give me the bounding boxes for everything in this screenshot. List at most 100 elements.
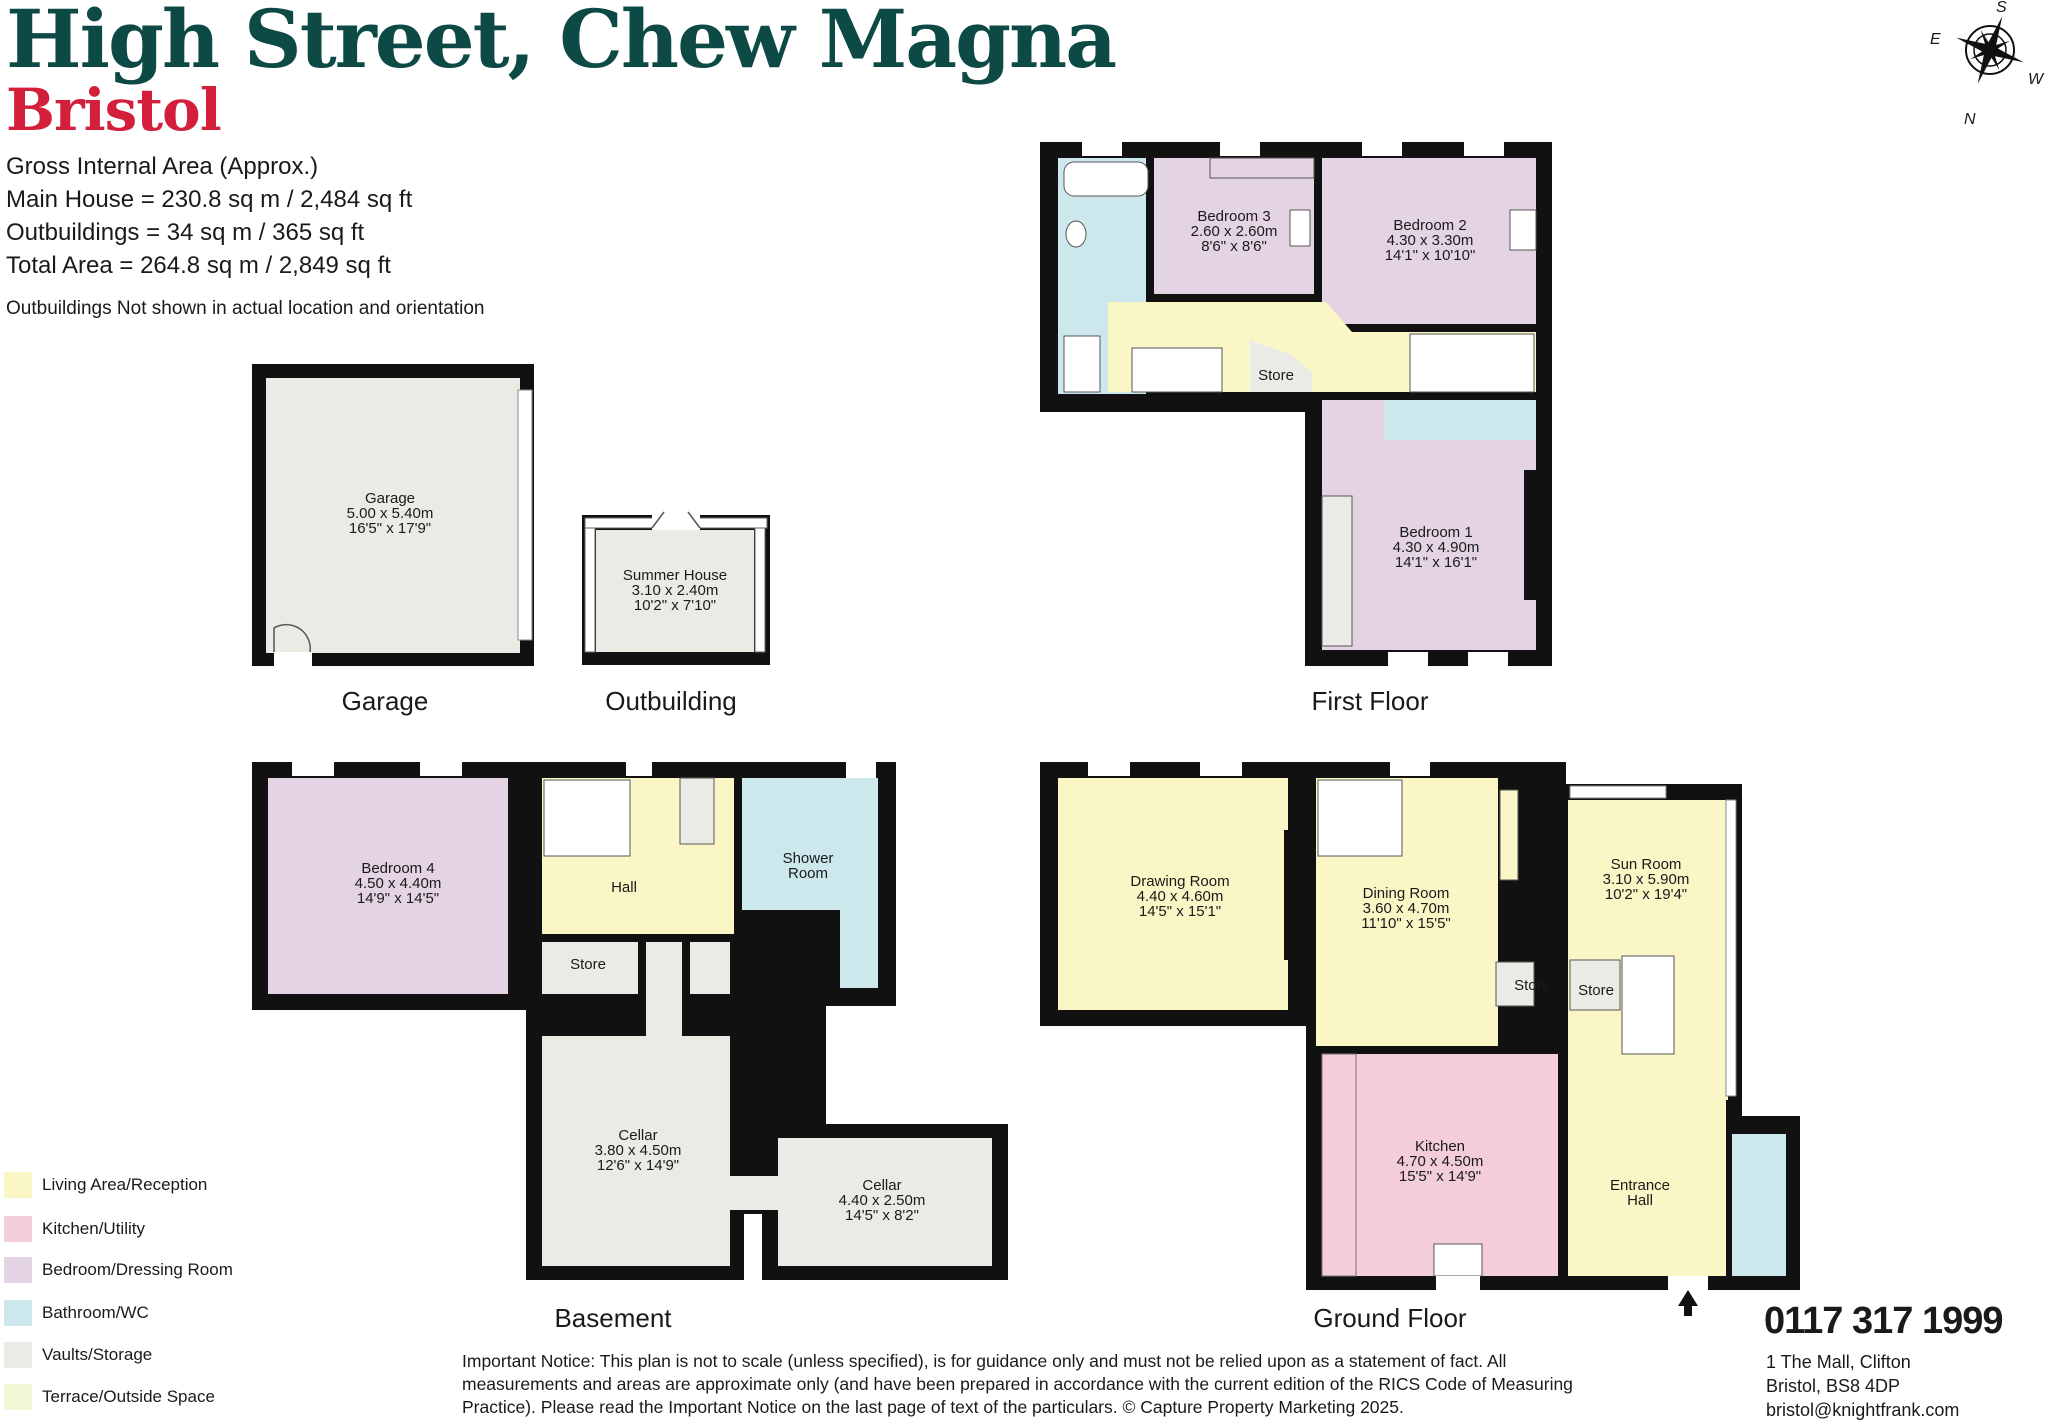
shower-room-label: Shower Room [783,850,834,882]
compass-rose-icon: S E W N [1930,0,2045,128]
drawing-metric: 4.40 x 4.60m [1137,888,1224,905]
garage-floor-caption: Garage [342,686,429,716]
legend-item-bedroom: Bedroom/Dressing Room [4,1257,233,1283]
garage-name: Garage [365,490,415,507]
legend-label: Vaults/Storage [42,1345,153,1364]
garage-plan [252,364,534,666]
legend-label: Living Area/Reception [42,1175,208,1194]
dining-room-label: Dining Room 3.60 x 4.70m 11'10" x 15'5" [1361,885,1451,932]
bedroom-2-label: Bedroom 2 4.30 x 3.30m 14'1" x 10'10" [1385,217,1476,264]
agent-address-line2: Bristol, BS8 4DP [1766,1376,1901,1396]
important-notice: Important Notice: This plan is not to sc… [462,1351,1573,1417]
bed3-name: Bedroom 3 [1197,208,1270,225]
summer-metric: 3.10 x 2.40m [632,582,719,599]
drawing-imperial: 14'5" x 15'1" [1139,903,1221,920]
bed3-metric: 2.60 x 2.60m [1191,223,1278,240]
shower-name2: Room [788,865,828,882]
outbuilding-floor-caption: Outbuilding [605,686,737,716]
summer-imperial: 10'2" x 7'10" [634,597,716,614]
ground-floor-caption: Ground Floor [1313,1303,1467,1333]
legend-item-living: Living Area/Reception [4,1172,207,1198]
bed1-metric: 4.30 x 4.90m [1393,539,1480,556]
legend-label: Terrace/Outside Space [42,1387,215,1406]
garage-imperial: 16'5" x 17'9" [349,520,431,537]
bathroom-swatch [4,1300,32,1326]
cellar2-name: Cellar [862,1177,901,1194]
agent-email[interactable]: bristol@knightfrank.com [1766,1400,1960,1420]
summer-name: Summer House [623,567,727,584]
main-house-area: Main House = 230.8 sq m / 2,484 sq ft [6,186,413,213]
bed4-metric: 4.50 x 4.40m [355,875,442,892]
area-heading: Gross Internal Area (Approx.) [6,153,319,180]
kitchen-name: Kitchen [1415,1138,1465,1155]
basement-plan [252,760,1008,1280]
sun-metric: 3.10 x 5.90m [1603,871,1690,888]
compass-e: E [1930,31,1941,48]
bed2-imperial: 14'1" x 10'10" [1385,247,1476,264]
cellar2-imperial: 14'5" x 8'2" [845,1207,919,1224]
agent-phone[interactable]: 0117 317 1999 [1764,1300,2003,1342]
cellar1-name: Cellar [618,1127,657,1144]
kitchen-metric: 4.70 x 4.50m [1397,1153,1484,1170]
property-city-title: Bristol [6,76,222,144]
storage-swatch [4,1342,32,1368]
legend-item-bathroom: Bathroom/WC [4,1300,149,1326]
first-floor-store-label: Store [1258,367,1294,384]
dining-metric: 3.60 x 4.70m [1363,900,1450,917]
area-summary: Gross Internal Area (Approx.) Main House… [6,150,412,282]
first-floor-plan [1040,142,1552,666]
ground-store-1-label: Store [1514,977,1550,994]
legend-item-kitchen: Kitchen/Utility [4,1216,145,1242]
bed3-imperial: 8'6" x 8'6" [1201,238,1267,255]
kitchen-swatch [4,1216,32,1242]
basement-hall-label: Hall [611,879,637,896]
legend-item-storage: Vaults/Storage [4,1342,152,1368]
cellar2-metric: 4.40 x 2.50m [839,1192,926,1209]
garage-room-label: Garage 5.00 x 5.40m 16'5" x 17'9" [347,490,434,537]
living-swatch [4,1172,32,1198]
total-area: Total Area = 264.8 sq m / 2,849 sq ft [6,252,391,279]
entrance-name2: Hall [1627,1192,1653,1209]
bed4-imperial: 14'9" x 14'5" [357,890,439,907]
bed1-imperial: 14'1" x 16'1" [1395,554,1477,571]
summer-house-plan [582,511,770,665]
bed1-name: Bedroom 1 [1399,524,1472,541]
shower-name1: Shower [783,850,834,867]
summer-house-room-label: Summer House 3.10 x 2.40m 10'2" x 7'10" [623,567,727,614]
cellar1-imperial: 12'6" x 14'9" [597,1157,679,1174]
bedroom-4-label: Bedroom 4 4.50 x 4.40m 14'9" x 14'5" [355,860,442,907]
cellar1-metric: 3.80 x 4.50m [595,1142,682,1159]
bedroom-swatch [4,1257,32,1283]
ground-store-2-label: Store [1578,982,1614,999]
bed4-name: Bedroom 4 [361,860,434,877]
property-street-title: High Street, Chew Magna [6,0,1117,86]
compass-n: N [1964,111,1976,128]
kitchen-label: Kitchen 4.70 x 4.50m 15'5" x 14'9" [1397,1138,1484,1185]
cellar-2-label: Cellar 4.40 x 2.50m 14'5" x 8'2" [839,1177,926,1224]
compass-w: W [2028,71,2045,88]
legend-label: Bedroom/Dressing Room [42,1260,233,1279]
legend-label: Bathroom/WC [42,1303,149,1322]
first-floor-caption: First Floor [1312,686,1429,716]
sun-imperial: 10'2" x 19'4" [1605,886,1687,903]
outbuildings-area: Outbuildings = 34 sq m / 365 sq ft [6,219,365,246]
outbuildings-note: Outbuildings Not shown in actual locatio… [6,298,485,319]
sun-room-label: Sun Room 3.10 x 5.90m 10'2" x 19'4" [1603,856,1690,903]
drawing-room-label: Drawing Room 4.40 x 4.60m 14'5" x 15'1" [1130,873,1229,920]
ground-floor-plan [1040,762,1800,1316]
basement-floor-caption: Basement [554,1303,672,1333]
bed2-name: Bedroom 2 [1393,217,1466,234]
entrance-hall-label: Entrance Hall [1610,1177,1670,1209]
bed2-metric: 4.30 x 3.30m [1387,232,1474,249]
kitchen-imperial: 15'5" x 14'9" [1399,1168,1481,1185]
dining-imperial: 11'10" x 15'5" [1361,915,1451,932]
drawing-name: Drawing Room [1130,873,1229,890]
legend-item-terrace: Terrace/Outside Space [4,1384,215,1410]
agent-address-line1: 1 The Mall, Clifton [1766,1352,1911,1372]
agent-contact: 1 The Mall, Clifton Bristol, BS8 4DP bri… [1766,1350,1959,1422]
dining-name: Dining Room [1363,885,1450,902]
entrance-name1: Entrance [1610,1177,1670,1194]
compass-s: S [1996,0,2007,16]
cellar-1-label: Cellar 3.80 x 4.50m 12'6" x 14'9" [595,1127,682,1174]
